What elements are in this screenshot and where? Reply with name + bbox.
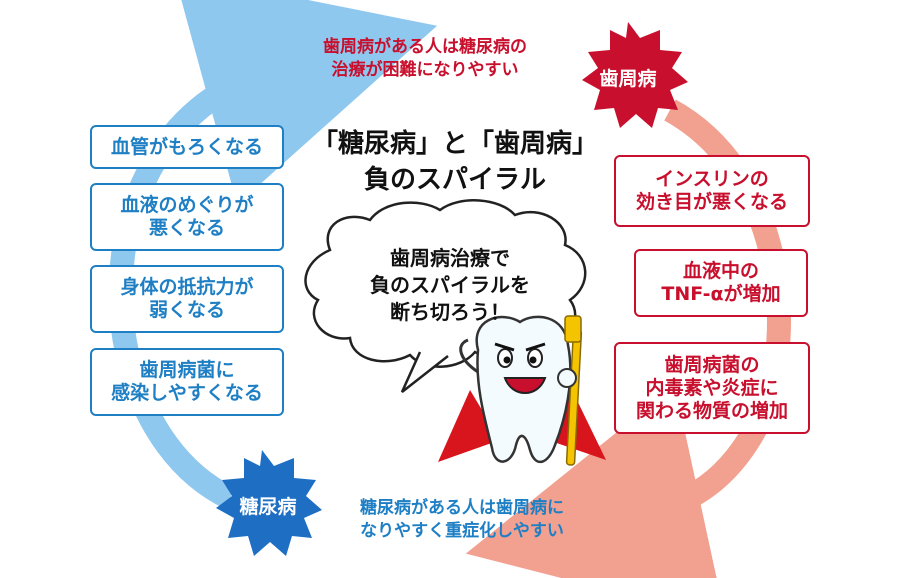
right-box-endotoxin: 歯周病菌の 内毒素や炎症に 関わる物質の増加 xyxy=(614,342,810,434)
diabetes-burst xyxy=(216,450,322,556)
left-box-circulation: 血液のめぐりが 悪くなる xyxy=(90,183,284,251)
left-box-label: 血液のめぐりが 悪くなる xyxy=(120,194,254,239)
right-box-insulin: インスリンの 効き目が悪くなる xyxy=(614,155,810,227)
right-box-label: 歯周病菌の 内毒素や炎症に 関わる物質の増加 xyxy=(635,353,788,422)
bottom-caption: 糖尿病がある人は歯周病に なりやすく重症化しやすい xyxy=(360,498,564,541)
right-box-tnf: 血液中の TNF-αが増加 xyxy=(634,249,808,317)
periodontal-burst xyxy=(582,22,688,128)
periodontal-burst-label: 歯周病 xyxy=(599,68,657,90)
top-caption: 歯周病がある人は糖尿病の 治療が困難になりやすい xyxy=(323,37,527,80)
tooth-mascot xyxy=(438,315,606,466)
left-box-label: 歯周病菌に 感染しやすくなる xyxy=(111,359,263,404)
right-box-label: インスリンの 効き目が悪くなる xyxy=(635,168,788,213)
left-box-blood-vessels: 血管がもろくなる xyxy=(90,125,284,169)
left-box-resistance: 身体の抵抗力が 弱くなる xyxy=(90,265,284,333)
left-box-label: 血管がもろくなる xyxy=(110,135,263,158)
diagram-title: 「糖尿病」と「歯周病」 負のスパイラル xyxy=(311,129,598,195)
left-box-label: 身体の抵抗力が 弱くなる xyxy=(120,276,254,321)
diabetes-burst-label: 糖尿病 xyxy=(239,496,297,518)
right-box-label: 血液中の TNF-αが増加 xyxy=(661,260,781,305)
left-box-infection: 歯周病菌に 感染しやすくなる xyxy=(90,348,284,416)
speech-bubble-text: 歯周病治療で 負のスパイラルを 断ち切ろう！ xyxy=(370,246,530,324)
